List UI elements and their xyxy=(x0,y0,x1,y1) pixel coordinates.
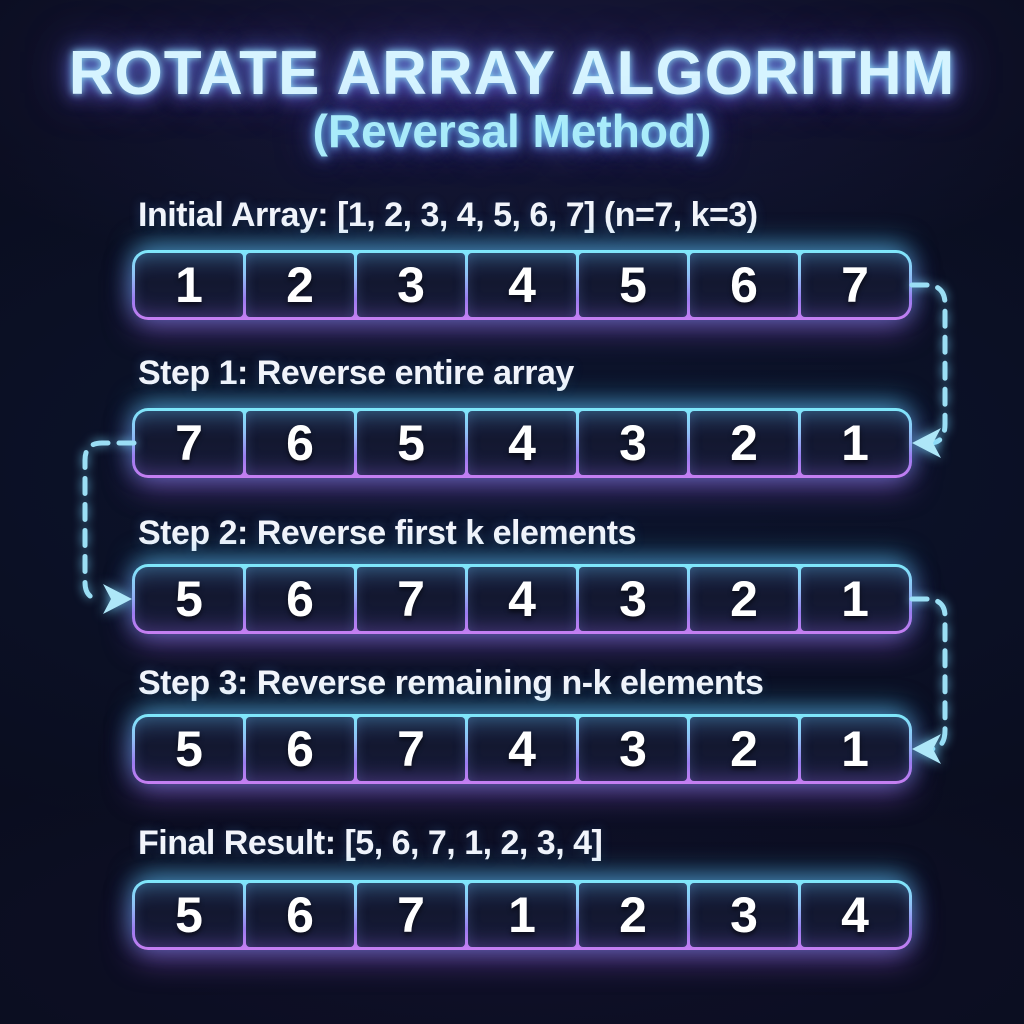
final-result-label: Final Result: [5, 6, 7, 1, 2, 3, 4] xyxy=(138,824,603,862)
array-cell: 6 xyxy=(690,253,798,317)
array-cell: 1 xyxy=(801,717,909,781)
array-cell: 6 xyxy=(246,717,354,781)
page-subtitle: (Reversal Method) xyxy=(312,105,712,157)
dashed-connector-line xyxy=(909,282,948,446)
array-cell: 4 xyxy=(468,567,576,631)
array-cell: 6 xyxy=(246,883,354,947)
array-row-initial: 1 2 3 4 5 6 7 xyxy=(132,250,912,320)
array-cell: 5 xyxy=(135,883,243,947)
step2-label: Step 2: Reverse first k elements xyxy=(138,514,637,552)
array-cell: 1 xyxy=(468,883,576,947)
array-cell: 7 xyxy=(357,883,465,947)
array-cell: 7 xyxy=(801,253,909,317)
array-cell: 5 xyxy=(135,567,243,631)
array-cell: 5 xyxy=(135,717,243,781)
connector-step1-to-step2 xyxy=(82,440,137,614)
array-cell: 4 xyxy=(468,411,576,475)
array-cell: 3 xyxy=(579,567,687,631)
array-cell: 3 xyxy=(690,883,798,947)
array-cell: 2 xyxy=(690,567,798,631)
array-cell: 2 xyxy=(690,411,798,475)
arrow-left-icon xyxy=(912,428,941,458)
initial-array-label: Initial Array: [1, 2, 3, 4, 5, 6, 7] (n=… xyxy=(138,196,758,234)
array-cell: 5 xyxy=(357,411,465,475)
connector-step2-to-step3 xyxy=(909,596,948,764)
array-cell: 6 xyxy=(246,567,354,631)
array-cell: 6 xyxy=(246,411,354,475)
array-cell: 7 xyxy=(357,567,465,631)
array-cell: 3 xyxy=(357,253,465,317)
connector-initial-to-step1 xyxy=(909,282,948,458)
array-cell: 3 xyxy=(579,411,687,475)
array-cell: 1 xyxy=(801,411,909,475)
array-cell: 2 xyxy=(579,883,687,947)
array-cell: 2 xyxy=(246,253,354,317)
step1-label: Step 1: Reverse entire array xyxy=(138,354,574,392)
array-row-step3: 5 6 7 4 3 2 1 xyxy=(132,714,912,784)
dashed-connector-line xyxy=(909,596,948,752)
array-cell: 5 xyxy=(579,253,687,317)
array-row-step1: 7 6 5 4 3 2 1 xyxy=(132,408,912,478)
array-row-step2: 5 6 7 4 3 2 1 xyxy=(132,564,912,634)
array-cell: 7 xyxy=(135,411,243,475)
arrow-left-icon xyxy=(912,734,941,764)
array-cell: 4 xyxy=(801,883,909,947)
array-cell: 2 xyxy=(690,717,798,781)
array-row-final: 5 6 7 1 2 3 4 xyxy=(132,880,912,950)
array-cell: 3 xyxy=(579,717,687,781)
step3-label: Step 3: Reverse remaining n-k elements xyxy=(138,664,764,702)
arrow-right-icon xyxy=(103,584,132,614)
array-cell: 1 xyxy=(135,253,243,317)
array-cell: 4 xyxy=(468,253,576,317)
dashed-connector-line xyxy=(82,440,137,602)
array-cell: 4 xyxy=(468,717,576,781)
array-cell: 7 xyxy=(357,717,465,781)
array-cell: 1 xyxy=(801,567,909,631)
page-title: ROTATE ARRAY ALGORITHM xyxy=(68,39,956,108)
